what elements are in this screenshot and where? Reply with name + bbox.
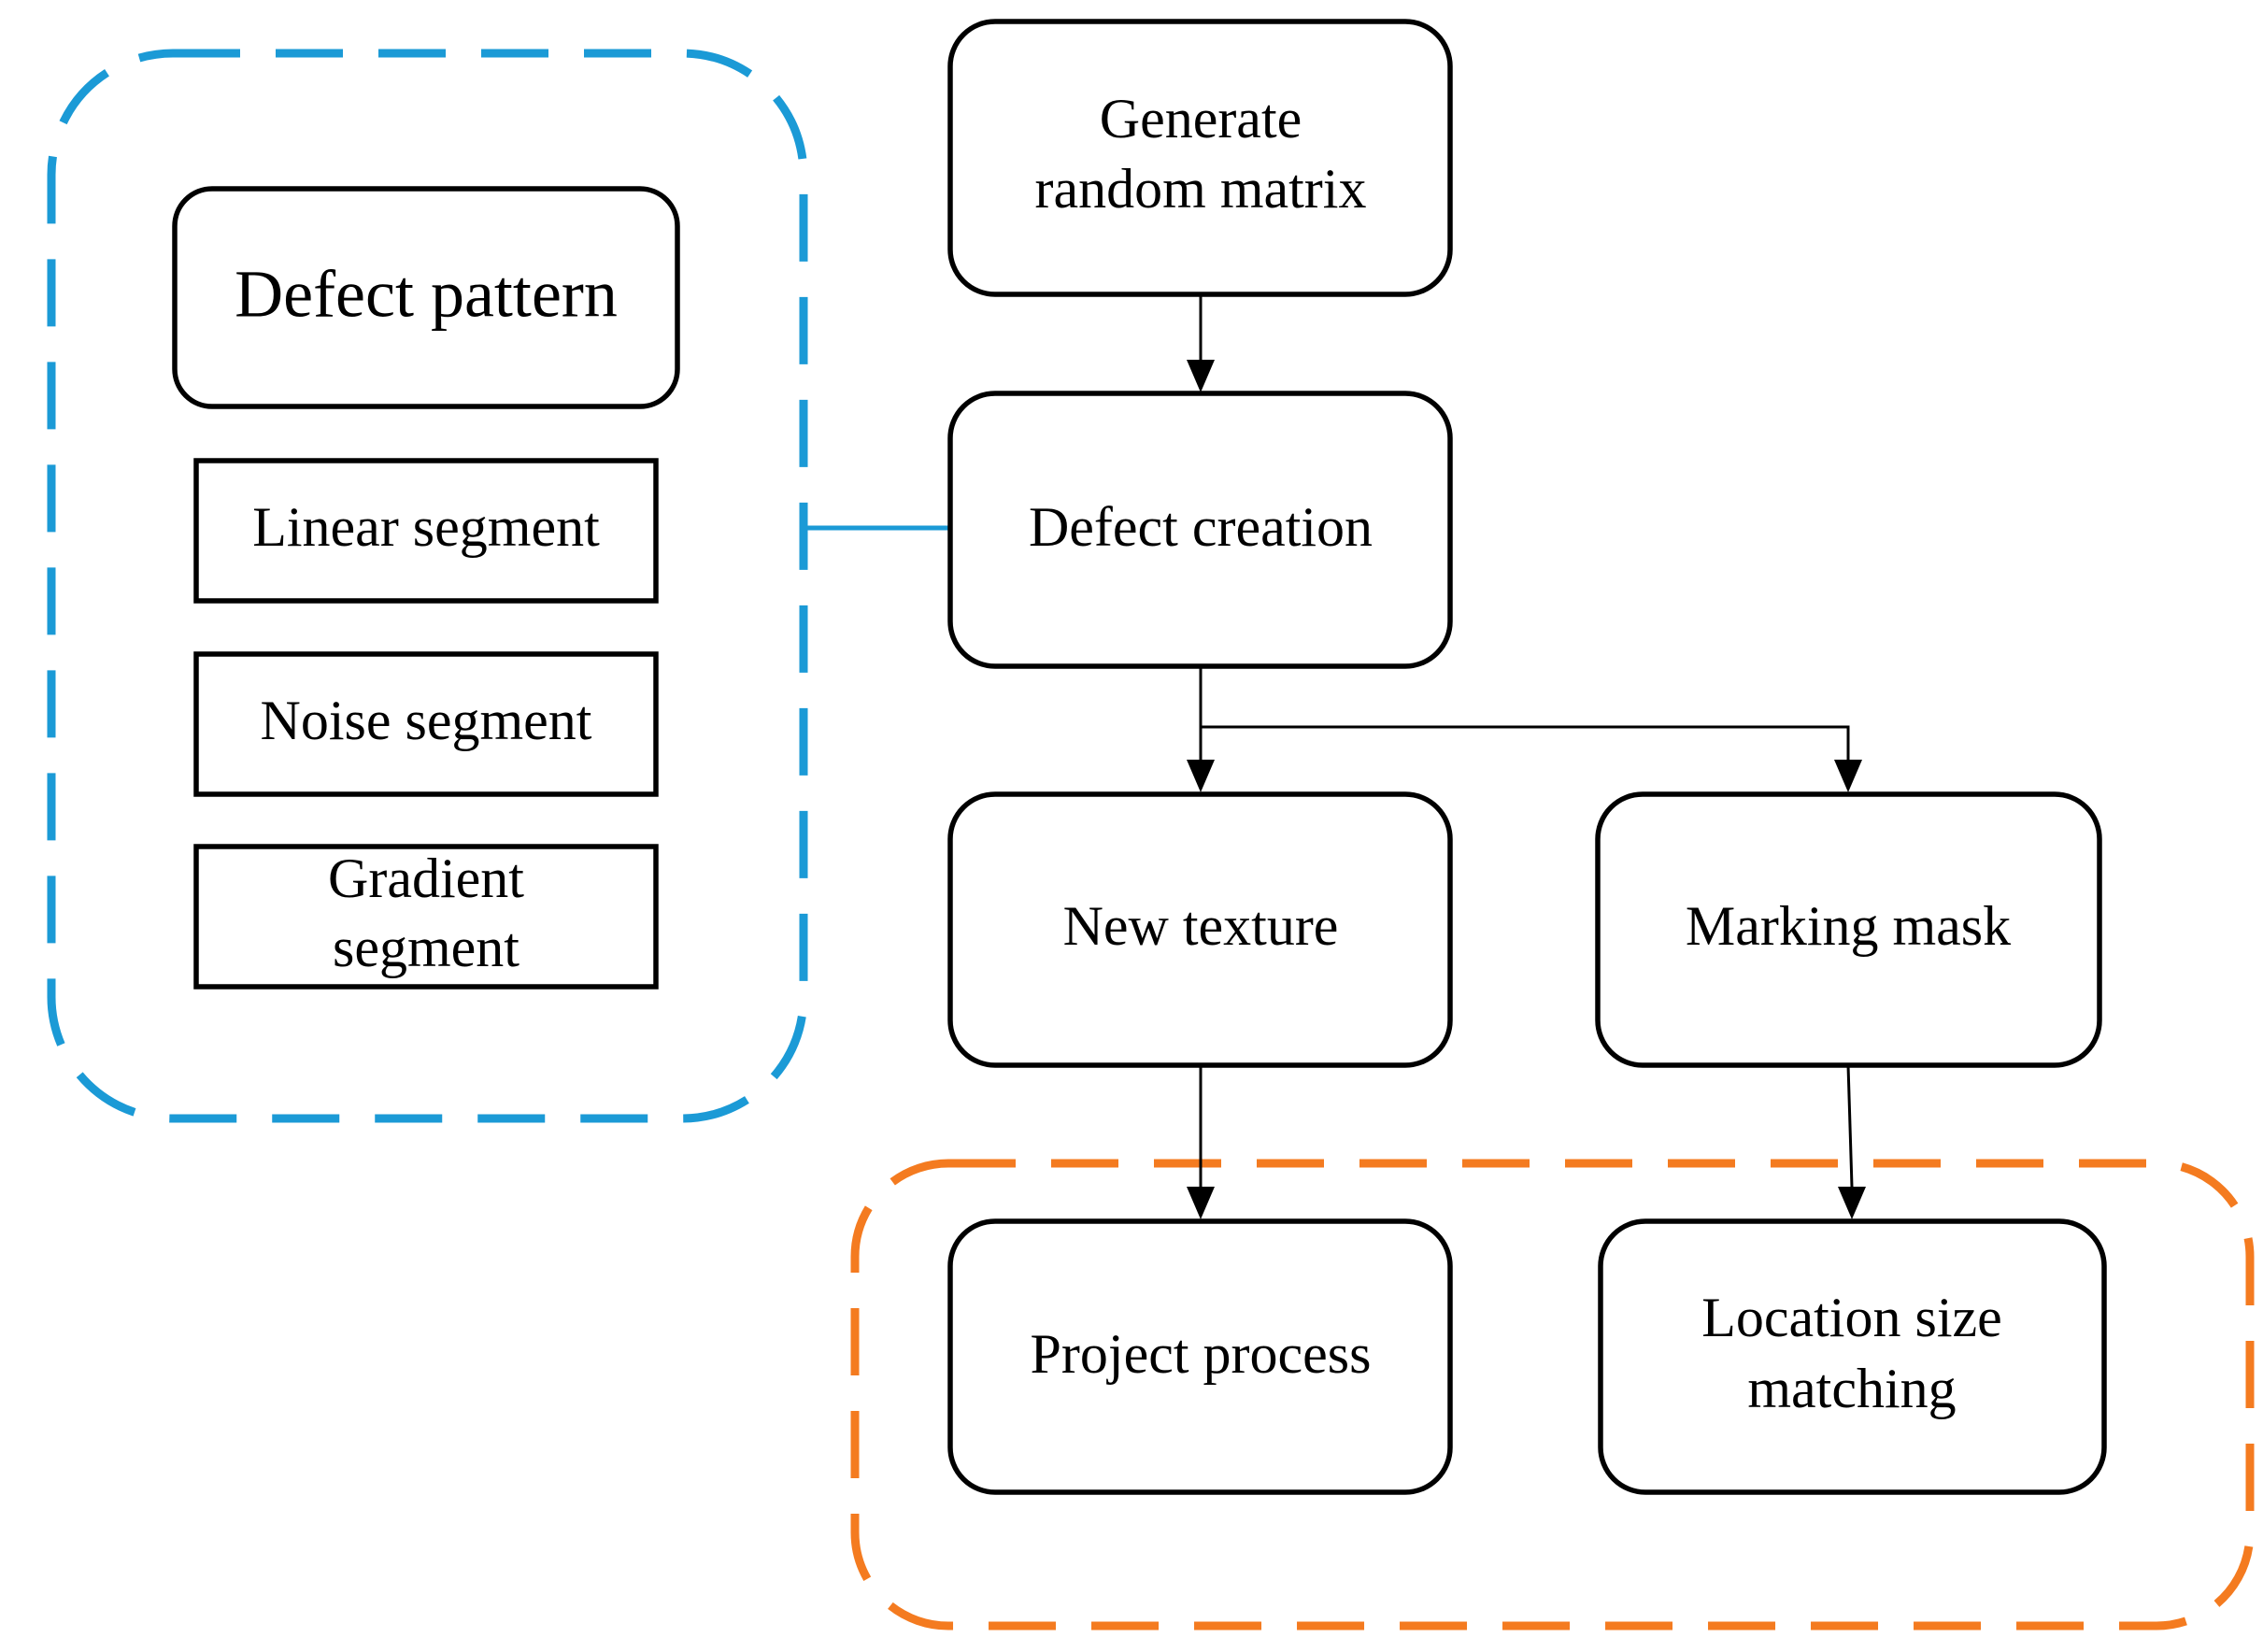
defect-pattern-group [47,49,808,1123]
defect-creation-box [947,391,1453,669]
arrowhead-new-texture [1187,760,1215,792]
generate-random-matrix-box [947,19,1453,297]
arrowhead-location [1838,1187,1866,1219]
gradient-segment-box [193,844,659,990]
generate-label-line2: random matrix [1035,158,1367,220]
edge-creation-to-mask [1201,725,1850,760]
location-size-matching-box [1598,1218,2107,1495]
linear-segment-box [193,458,659,604]
defect-pattern-box [172,186,680,409]
arrowhead-project-process [1187,1187,1215,1219]
arrowhead-marking-mask [1834,760,1862,792]
arrowhead-creation [1187,360,1215,392]
project-process-label: Project process [1031,1323,1372,1385]
gradient-label-line1: Gradient [328,847,524,909]
marking-mask-box [1595,791,2102,1068]
location-label-line2: matching [1747,1358,1956,1419]
location-label-line1: Location size [1701,1287,2002,1348]
new-texture-box [947,791,1453,1068]
project-process-box [947,1218,1453,1495]
defect-pattern-title: Defect pattern [235,257,618,332]
noise-segment-box [193,651,659,797]
marking-mask-label: Marking mask [1686,895,2011,957]
generate-label-line1: Generate [1100,88,1302,150]
output-group [850,1159,2255,1631]
defect-creation-label: Defect creation [1029,496,1373,558]
gradient-label-line2: segment [333,917,519,978]
edge-mask-to-location [1846,1064,1854,1188]
noise-segment-label: Noise segment [261,690,592,751]
linear-segment-label: Linear segment [252,496,600,558]
new-texture-label: New texture [1063,895,1339,957]
